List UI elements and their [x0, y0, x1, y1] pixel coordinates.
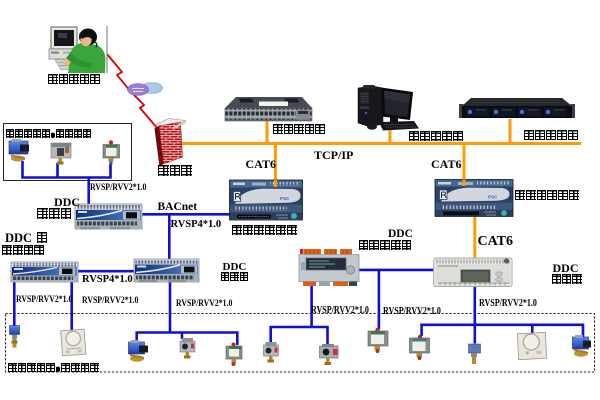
svg-text:PSC: PSC	[488, 195, 498, 200]
svg-text:PSC: PSC	[280, 196, 290, 201]
